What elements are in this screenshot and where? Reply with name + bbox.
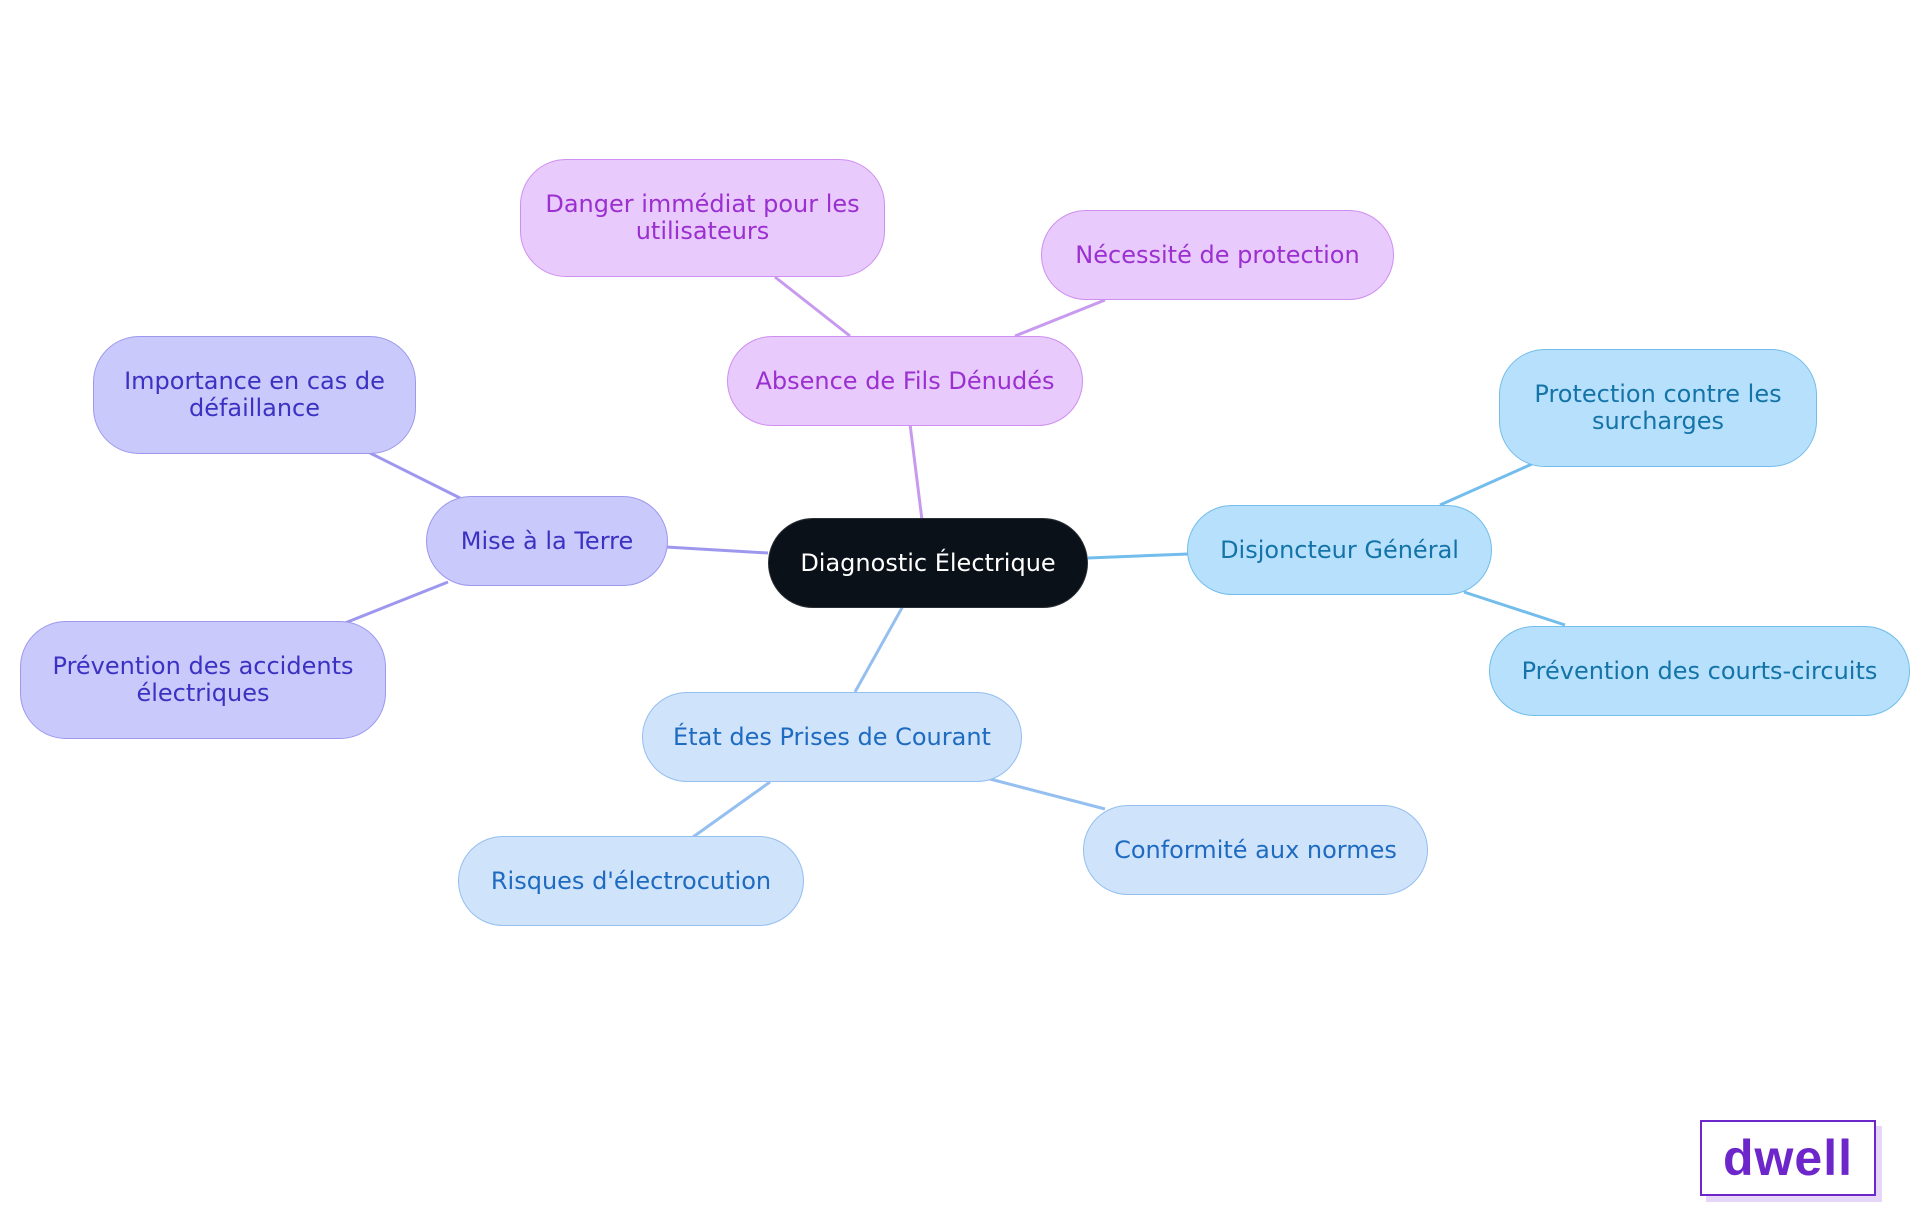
edge-prises-conformite bbox=[989, 777, 1106, 811]
edge-disjoncteur-protection bbox=[1439, 462, 1533, 507]
edge-disjoncteur-prevention bbox=[1463, 590, 1566, 627]
node-root[interactable]: Diagnostic Électrique bbox=[768, 518, 1088, 608]
logo-text: dwell bbox=[1722, 1130, 1854, 1186]
node-etat-prises-courant[interactable]: État des Prises de Courant bbox=[642, 692, 1022, 782]
edge-root-disjoncteur bbox=[1087, 552, 1189, 560]
edge-terre-prevention bbox=[344, 580, 449, 625]
node-mise-a-la-terre[interactable]: Mise à la Terre bbox=[426, 496, 668, 586]
node-label: Disjoncteur Général bbox=[1220, 535, 1459, 564]
node-label: Prévention des courts-circuits bbox=[1521, 656, 1878, 685]
node-importance-defaillance[interactable]: Importance en cas de défaillance bbox=[93, 336, 416, 454]
node-protection-surcharges[interactable]: Protection contre les surcharges bbox=[1499, 349, 1817, 467]
node-label: État des Prises de Courant bbox=[673, 722, 991, 751]
dwell-logo: dwell bbox=[1700, 1120, 1876, 1196]
node-prevention-courts-circuits[interactable]: Prévention des courts-circuits bbox=[1489, 626, 1910, 716]
node-absence-fils-denudes[interactable]: Absence de Fils Dénudés bbox=[727, 336, 1083, 426]
node-label: Absence de Fils Dénudés bbox=[755, 366, 1055, 395]
node-disjoncteur-general[interactable]: Disjoncteur Général bbox=[1187, 505, 1492, 595]
node-necessite-protection[interactable]: Nécessité de protection bbox=[1041, 210, 1394, 300]
edge-terre-importance bbox=[369, 451, 461, 500]
edge-root-terre bbox=[665, 545, 769, 555]
edge-absence-necessite bbox=[1014, 298, 1106, 338]
node-label: Importance en cas de défaillance bbox=[124, 367, 385, 422]
node-label: Danger immédiat pour les utilisateurs bbox=[545, 190, 860, 245]
node-label: Conformité aux normes bbox=[1114, 835, 1397, 864]
edge-root-prises bbox=[853, 605, 905, 693]
node-conformite-normes[interactable]: Conformité aux normes bbox=[1083, 805, 1428, 895]
edge-absence-danger bbox=[774, 275, 851, 338]
node-label: Mise à la Terre bbox=[460, 526, 634, 555]
node-label: Protection contre les surcharges bbox=[1534, 380, 1782, 435]
edge-prises-risques bbox=[692, 780, 771, 839]
node-label: Risques d'électrocution bbox=[490, 866, 772, 895]
node-label: Prévention des accidents électriques bbox=[52, 652, 354, 707]
node-label: Diagnostic Électrique bbox=[800, 548, 1056, 577]
node-risques-electrocution[interactable]: Risques d'électrocution bbox=[458, 836, 804, 926]
node-label: Nécessité de protection bbox=[1075, 240, 1360, 269]
edge-root-absence bbox=[908, 423, 924, 521]
node-prevention-accidents[interactable]: Prévention des accidents électriques bbox=[20, 621, 386, 739]
node-danger-immediat[interactable]: Danger immédiat pour les utilisateurs bbox=[520, 159, 885, 277]
